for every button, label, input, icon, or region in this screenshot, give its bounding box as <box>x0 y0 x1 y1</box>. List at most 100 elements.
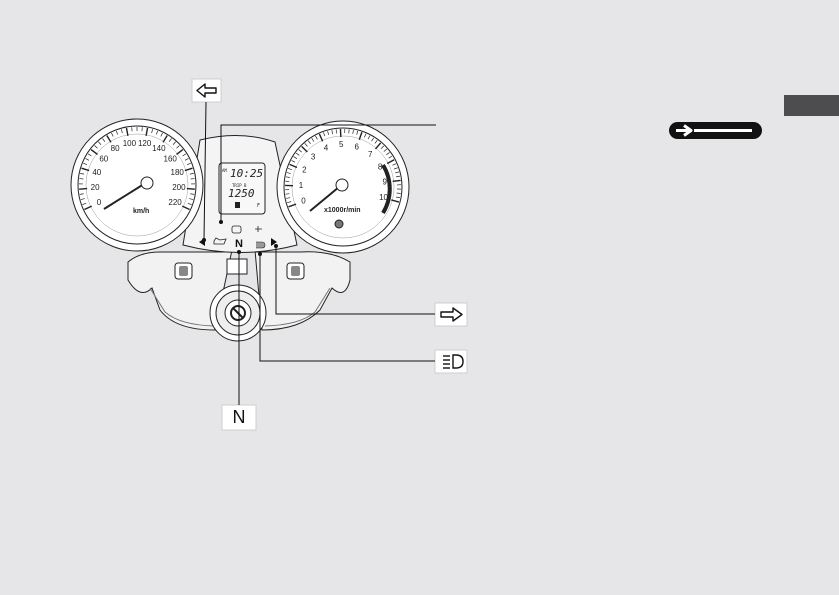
tachometer-minor-tick <box>386 152 390 156</box>
speedometer-major-tick <box>106 135 112 143</box>
tachometer-ticks <box>285 129 401 208</box>
high-beam-callout <box>258 252 468 374</box>
coolant-temp-icon <box>255 226 262 232</box>
tachometer-scale-label: 6 <box>354 142 359 151</box>
speedometer-minor-tick <box>82 202 87 205</box>
right-housing-button <box>286 262 305 280</box>
speedometer-minor-tick <box>189 173 194 175</box>
tachometer-major-tick <box>289 163 298 169</box>
speedometer-minor-tick <box>186 162 191 166</box>
tachometer-scale-label: 8 <box>378 162 383 171</box>
tachometer-scale-label: 2 <box>302 166 307 175</box>
neutral-callout: N <box>221 250 257 431</box>
speedometer-major-tick <box>81 167 90 172</box>
tachometer-unit: x1000r/min <box>324 207 361 214</box>
tachometer-scale-label: 5 <box>339 140 344 149</box>
speedometer-minor-tick <box>151 129 154 134</box>
tachometer-minor-tick <box>395 196 401 199</box>
lcd-clock: 10:25 <box>230 167 263 180</box>
tachometer-minor-tick <box>393 167 398 170</box>
speedometer-scale-label: 160 <box>164 154 178 163</box>
speedometer-minor-tick <box>98 141 102 145</box>
speedometer-major-tick <box>79 187 88 190</box>
tachometer-scale-label: 9 <box>383 177 388 186</box>
lcd-trip-label: TRIP B <box>232 183 247 188</box>
speedometer-major-tick <box>186 187 195 190</box>
speedometer-minor-tick <box>172 141 176 145</box>
speedometer-major-tick <box>90 148 98 155</box>
tachometer-minor-tick <box>286 172 291 174</box>
speedometer-scale-label: 80 <box>111 144 120 153</box>
speedometer-minor-tick <box>182 153 187 157</box>
left-turn-callout <box>191 78 222 242</box>
speedometer-minor-tick <box>111 132 114 137</box>
tachometer-minor-tick <box>287 201 292 204</box>
fuel-full-mark: F <box>257 203 260 209</box>
tachometer-minor-tick <box>311 137 315 142</box>
tachometer-major-tick <box>301 145 308 153</box>
headlight-high-beam-icon <box>443 354 464 369</box>
tachometer-minor-tick <box>383 148 388 152</box>
tachometer-minor-tick <box>293 156 298 160</box>
tachometer-minor-tick <box>388 155 393 159</box>
fuel-gauge-icon <box>235 202 240 208</box>
upper-indicator-leader <box>219 124 436 224</box>
speedometer-minor-tick <box>189 198 194 200</box>
tachometer-minor-tick <box>371 137 374 142</box>
tachometer-major-tick <box>374 142 382 150</box>
left-housing-button <box>174 262 193 280</box>
neutral-indicator-letter: N <box>235 238 243 250</box>
speedometer-scale-label: 100 <box>123 139 137 148</box>
speedometer-major-tick <box>125 127 129 136</box>
speedometer-hub <box>140 176 154 190</box>
speedometer-major-tick <box>176 148 184 155</box>
next-page-indicator[interactable] <box>669 122 762 139</box>
speedometer-scale-label: 120 <box>138 139 152 148</box>
tachometer-hub <box>335 178 349 192</box>
tachometer-minor-tick <box>304 143 308 147</box>
speedometer-scale-label: 180 <box>171 168 185 177</box>
tachometer-minor-tick <box>356 130 359 135</box>
speedometer-scale-label: 0 <box>97 198 102 207</box>
speedometer-major-tick <box>84 205 92 211</box>
speedometer-minor-tick <box>184 158 189 161</box>
ignition-switch <box>209 284 267 342</box>
speedometer-minor-tick <box>187 202 192 205</box>
oil-pressure-icon <box>213 237 227 245</box>
tachometer-scale-label: 1 <box>299 181 304 190</box>
lcd-display: AM 10:25 TRIP B 1250 F <box>218 162 266 215</box>
tachometer-minor-tick <box>287 168 292 171</box>
tachometer-minor-tick <box>392 163 397 166</box>
speedometer-scale-label: 200 <box>172 183 186 192</box>
speedometer-minor-tick <box>102 138 106 142</box>
tachometer-minor-tick <box>327 130 329 136</box>
tachometer-logo-icon <box>334 219 344 229</box>
speedometer-minor-tick <box>80 198 85 200</box>
tachometer-minor-tick <box>315 135 318 140</box>
speedometer-major-tick <box>145 127 149 136</box>
speedometer-minor-tick <box>176 145 180 149</box>
right-turn-indicator-icon <box>271 238 277 246</box>
speedometer-major-tick <box>182 205 190 211</box>
tachometer-minor-tick <box>395 171 400 174</box>
left-arrow-outline-icon <box>196 83 217 98</box>
speedometer-scale-label: 20 <box>91 183 100 192</box>
tachometer-major-tick <box>391 199 400 203</box>
lcd-trip-value: 1250 <box>228 187 255 200</box>
speedometer-minor-tick <box>190 193 195 195</box>
tachometer-scale-label: 3 <box>311 153 316 162</box>
tachometer-scale-label: 7 <box>368 150 373 159</box>
speedometer-ticks <box>79 127 195 211</box>
speedometer-minor-tick <box>85 158 90 161</box>
tachometer-minor-tick <box>352 129 354 134</box>
housing-slot <box>226 258 248 275</box>
speedometer-minor-tick <box>94 145 98 149</box>
tachometer-minor-tick <box>298 149 302 153</box>
tachometer-minor-tick <box>285 176 290 178</box>
tachometer-minor-tick <box>364 133 367 138</box>
right-turn-callout <box>274 244 468 327</box>
